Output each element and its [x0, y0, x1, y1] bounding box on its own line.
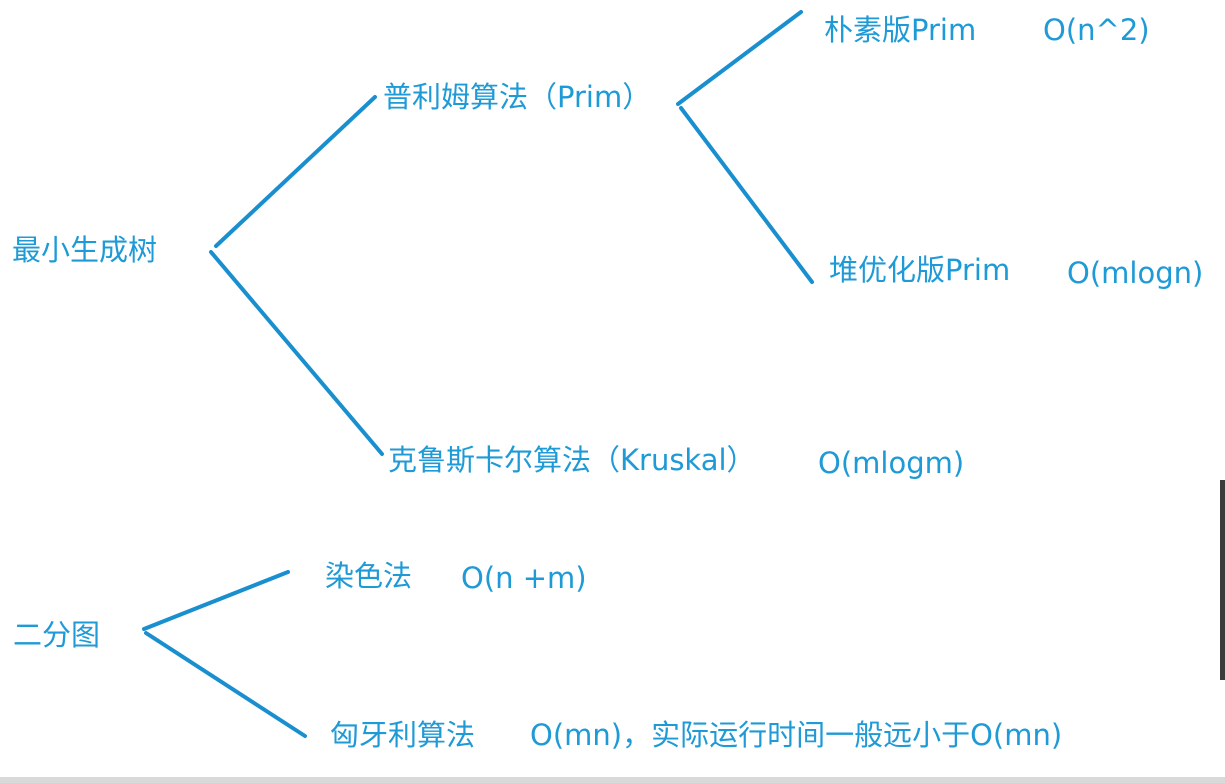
edge-mst-kruskal: [209, 250, 384, 456]
kruskal-label: 克鲁斯卡尔算法（Kruskal）: [388, 443, 756, 477]
prim-heap-complexity: O(mlogn): [1067, 256, 1204, 290]
bottom-edge-strip: [0, 777, 1225, 783]
edge-mst-prim: [214, 95, 377, 248]
mst-root-label: 最小生成树: [12, 233, 158, 267]
prim-label: 普利姆算法（Prim）: [383, 80, 652, 114]
coloring-complexity: O(n +m): [461, 561, 587, 595]
prim-heap-label: 堆优化版Prim: [829, 253, 1011, 287]
kruskal-complexity: O(mlogm): [818, 446, 965, 480]
edge-bipartite-hungarian: [144, 631, 307, 738]
edge-bipartite-coloring: [142, 570, 290, 631]
right-edge-strip: [1220, 480, 1225, 680]
bipartite-root-label: 二分图: [13, 618, 101, 652]
edge-prim-heap: [679, 106, 814, 284]
edge-prim-naive: [676, 10, 803, 106]
hungarian-complexity: O(mn)，实际运行时间一般远小于O(mn): [530, 718, 1063, 752]
hungarian-label: 匈牙利算法: [330, 718, 476, 752]
coloring-label: 染色法: [325, 559, 413, 593]
prim-naive-complexity: O(n^2): [1043, 13, 1150, 47]
prim-naive-label: 朴素版Prim: [824, 13, 977, 47]
